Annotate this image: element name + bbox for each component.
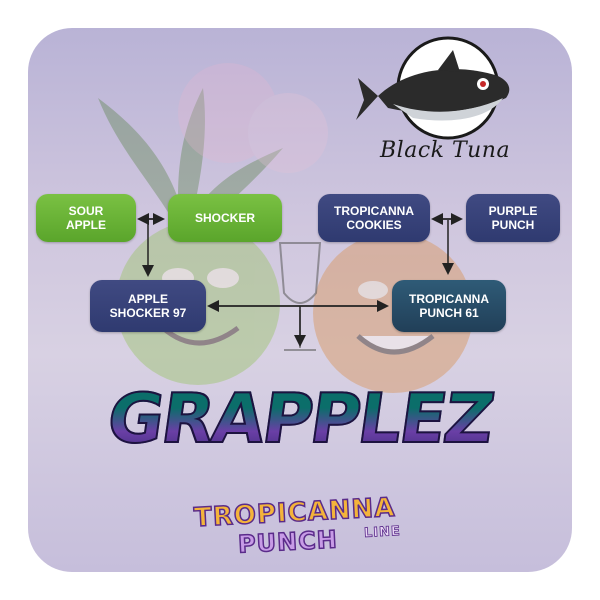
node-label: TROPICANNA (409, 292, 489, 306)
node-shocker: SHOCKER (168, 194, 282, 242)
node-label: SHOCKER 97 (109, 306, 187, 320)
node-label: APPLE (127, 292, 168, 306)
node-label: PUNCH (491, 218, 535, 232)
node-label: TROPICANNA (334, 204, 414, 218)
cannabis-leaf-icon (98, 88, 283, 233)
product-line-suffix: LINE (363, 524, 402, 542)
lineage-arrows (137, 213, 463, 347)
node-label: SHOCKER (194, 211, 255, 225)
tuna-fish-icon (356, 36, 510, 140)
node-label: COOKIES (346, 218, 402, 232)
brand-logo-text: Black Tuna (380, 138, 511, 163)
product-line-name-2: PUNCH (237, 525, 340, 560)
node-label: PURPLE (488, 204, 538, 218)
product-title: GRAPPLEZ (28, 379, 572, 460)
node-label: SOUR (68, 204, 104, 218)
node-label: APPLE (65, 218, 106, 232)
node-label: PUNCH 61 (419, 306, 479, 320)
